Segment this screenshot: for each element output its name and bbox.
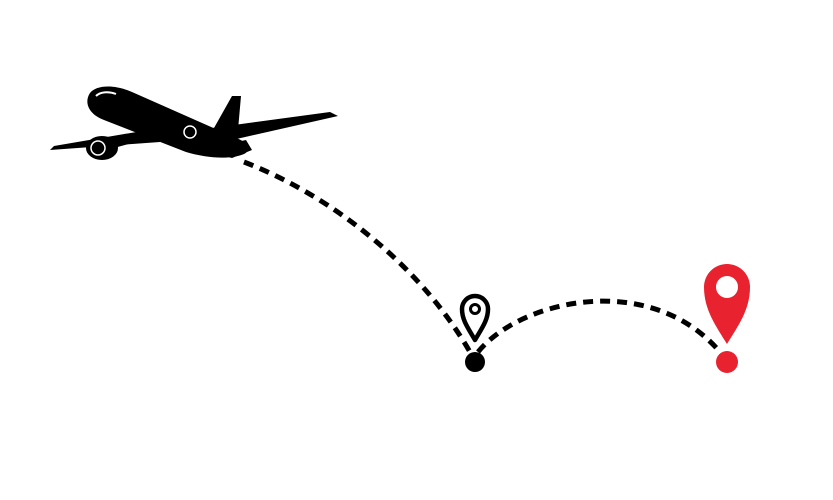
airplane-icon: [50, 86, 338, 160]
waypoint-pin-hole: [469, 303, 481, 315]
destination-marker: [704, 264, 750, 373]
airplane-fuselage: [87, 86, 249, 158]
airplane-right-wing: [212, 112, 338, 140]
dashed-route-segment-2: [476, 298, 722, 354]
map-pin-icon: [704, 264, 750, 344]
airplane-engine-pylon: [110, 132, 150, 148]
airplane-cockpit-window: [95, 91, 117, 97]
waypoint-pin-outline: [459, 293, 491, 343]
destination-pin-body: [704, 264, 750, 344]
dashed-route-segment-1: [243, 159, 473, 354]
airplane-tail-cone: [200, 140, 252, 158]
airplane-engine-left-intake: [90, 140, 106, 156]
waypoint-marker: [459, 293, 491, 372]
waypoint-dot: [465, 352, 485, 372]
destination-dot: [716, 351, 738, 373]
airplane-tail-fin: [214, 96, 241, 130]
airplane-engine-right-intake: [183, 125, 197, 139]
map-pin-icon: [459, 293, 491, 343]
